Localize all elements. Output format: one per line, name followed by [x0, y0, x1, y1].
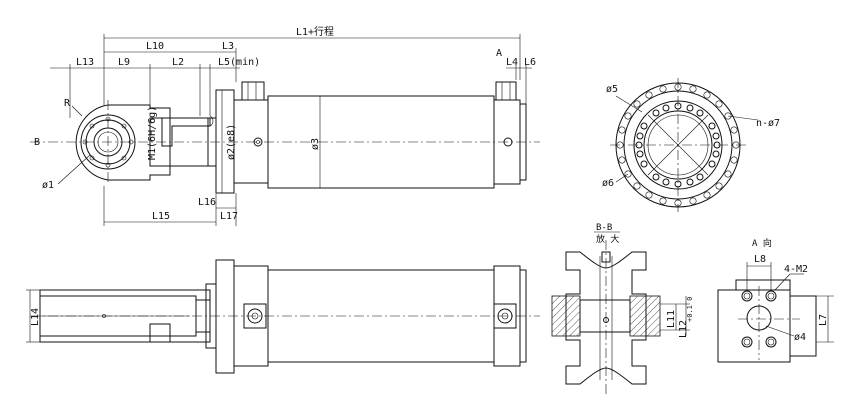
label-b-mark: B: [34, 137, 40, 148]
label-l17: L17: [220, 211, 238, 222]
label-l10: L10: [146, 41, 164, 52]
label-l6: L6: [524, 57, 536, 68]
label-r: R: [64, 98, 71, 109]
label-n-d7: n-ø7: [756, 118, 780, 129]
label-d1: ø1: [42, 180, 54, 191]
bolt-circle-holes: [616, 83, 740, 207]
label-d6: ø6: [602, 178, 614, 189]
label-l8: L8: [754, 254, 766, 265]
label-bb-title: B-B: [596, 223, 612, 233]
section-b-b: B-B 放 大 L11 L12 +0.1 0: [551, 223, 694, 394]
label-l9: L9: [118, 57, 130, 68]
label-l5: L5(min): [218, 57, 260, 68]
label-l2: L2: [172, 57, 184, 68]
label-d3: ø3: [310, 138, 321, 150]
label-l1: L1+行程: [296, 25, 334, 38]
label-l3: L3: [222, 41, 234, 52]
label-l11: L11: [666, 310, 677, 328]
label-a-view: A 向: [752, 237, 772, 249]
front-view: L1+行程 L10 L3 L13 L9 L2 L5(min) A L4 L6 R…: [30, 25, 540, 226]
label-bb-sub: 放 大: [596, 233, 619, 245]
label-l4: L4: [506, 57, 518, 68]
end-view: ø5 n-ø7 ø6: [602, 78, 780, 212]
label-l13: L13: [76, 57, 94, 68]
label-a-mark: A: [496, 48, 502, 59]
label-d5: ø5: [606, 84, 618, 95]
label-l12: L12: [678, 320, 689, 338]
top-view: L14: [26, 259, 540, 374]
label-d2: ø2(e8): [226, 124, 237, 160]
label-l14: L14: [30, 308, 41, 326]
label-m1: M1(6H/6g): [147, 106, 158, 160]
label-l12-tol: +0.1 0: [686, 297, 694, 322]
label-m2: 4-M2: [784, 264, 808, 275]
label-l15: L15: [152, 211, 170, 222]
label-l16: L16: [198, 197, 216, 208]
view-a: A 向 L8 4-M2 L7 ø4: [717, 237, 834, 363]
label-l7: L7: [818, 314, 829, 326]
inner-bolt-ring: [635, 102, 721, 188]
label-d4: ø4: [794, 332, 806, 343]
